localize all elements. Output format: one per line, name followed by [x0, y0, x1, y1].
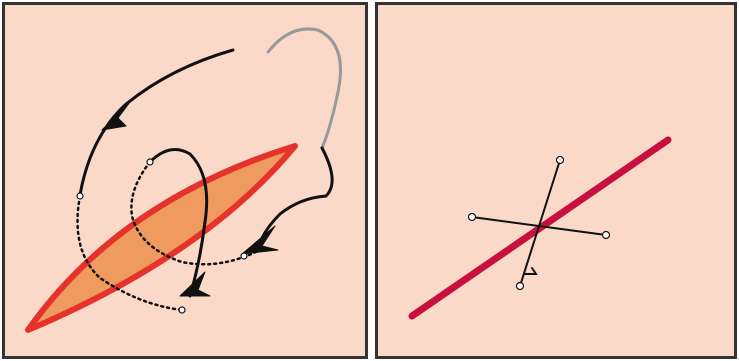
suture-end-right [603, 232, 610, 239]
suture-end-bottom [517, 283, 524, 290]
suture-end-left [469, 214, 476, 221]
suture-end-top [557, 157, 564, 164]
